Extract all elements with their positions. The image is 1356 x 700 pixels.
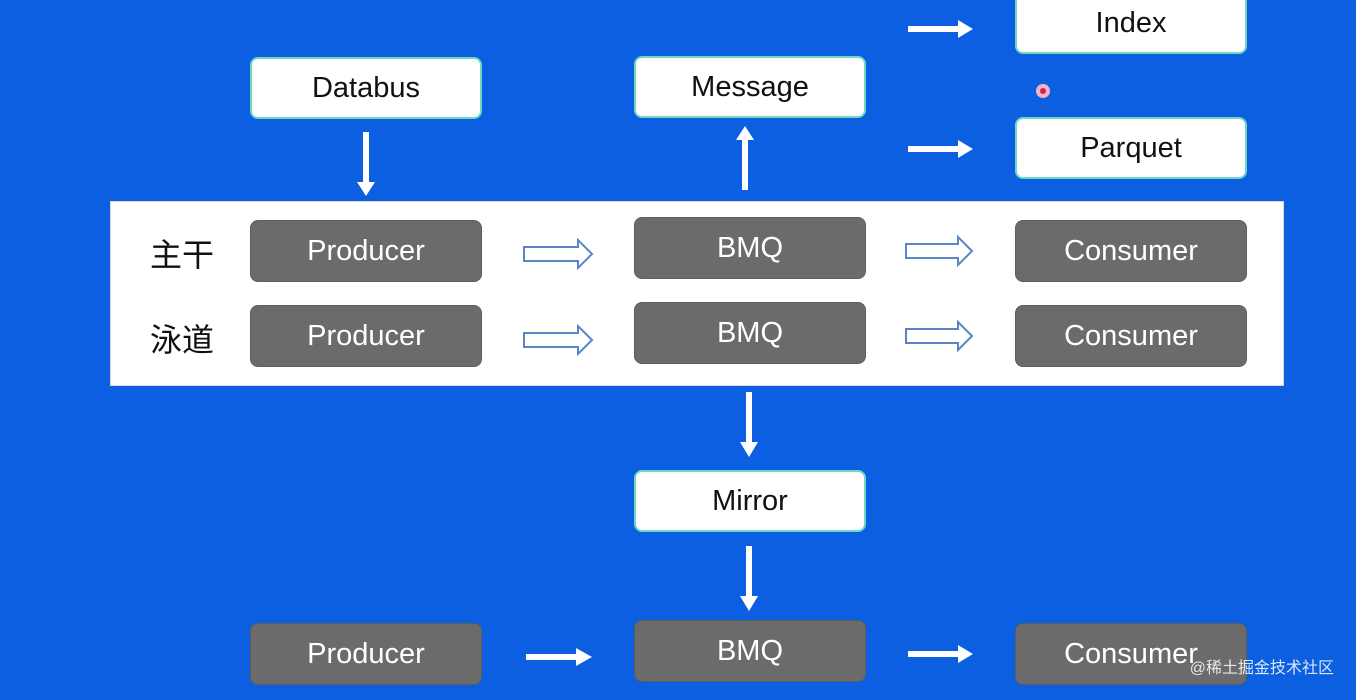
swimlane-bmq-node: BMQ (634, 302, 866, 364)
mirror-node: Mirror (634, 470, 866, 532)
swimlane-consumer-label: Consumer (1064, 319, 1198, 352)
message-label: Message (691, 70, 809, 103)
mirror-label: Mirror (712, 484, 788, 517)
main-bmq-node: BMQ (634, 217, 866, 279)
arrow-bottom-bmq-to-consumer (908, 645, 973, 663)
databus-node: Databus (250, 57, 482, 119)
arrow-to-index (908, 20, 973, 38)
hollow-arrow-main-producer-to-bmq (523, 237, 594, 271)
index-label: Index (1095, 6, 1167, 39)
lane-label-swimlane: 泳道 (150, 321, 215, 359)
main-bmq-label: BMQ (716, 231, 784, 264)
bottom-consumer-label: Consumer (1064, 637, 1198, 670)
bottom-producer-node: Producer (250, 623, 482, 685)
arrow-bottom-producer-to-bmq (526, 648, 592, 666)
arrow-bmq-to-mirror (740, 392, 758, 457)
databus-label: Databus (311, 71, 420, 104)
watermark: @稀土掘金技术社区 (1189, 660, 1334, 677)
bottom-bmq-node: BMQ (634, 620, 866, 682)
main-producer-node: Producer (250, 220, 482, 282)
index-node: Index (1015, 0, 1247, 54)
bottom-bmq-label: BMQ (716, 634, 784, 667)
arrow-to-parquet (908, 140, 973, 158)
parquet-node: Parquet (1015, 117, 1247, 179)
lane-label-main: 主干 (150, 236, 215, 274)
hollow-arrow-main-bmq-to-consumer (905, 234, 974, 268)
hollow-arrow-swim-bmq-to-consumer (905, 319, 974, 353)
message-node: Message (634, 56, 866, 118)
swimlane-producer-label: Producer (307, 319, 425, 352)
arrow-bmq-to-message (736, 126, 754, 190)
bottom-consumer-node: Consumer (1015, 623, 1247, 685)
swimlane-producer-node: Producer (250, 305, 482, 367)
arrow-databus-to-producer (357, 132, 375, 196)
arrow-mirror-to-bmq (740, 546, 758, 611)
main-consumer-label: Consumer (1064, 234, 1198, 267)
swimlane-consumer-node: Consumer (1015, 305, 1247, 367)
hollow-arrow-swim-producer-to-bmq (523, 323, 594, 357)
main-producer-label: Producer (307, 234, 425, 267)
main-consumer-node: Consumer (1015, 220, 1247, 282)
parquet-label: Parquet (1080, 131, 1182, 164)
swimlane-bmq-label: BMQ (716, 316, 784, 349)
cursor-marker (1036, 84, 1050, 98)
bottom-producer-label: Producer (307, 637, 425, 670)
